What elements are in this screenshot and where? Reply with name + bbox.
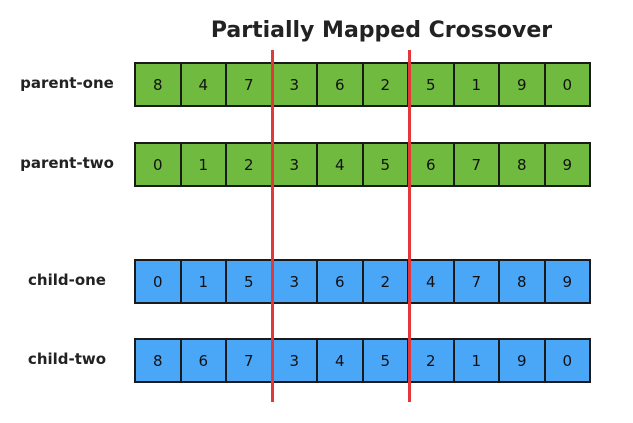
- child-one-gene: 9: [543, 259, 591, 304]
- child-one-gene: 2: [361, 259, 409, 304]
- row-label-child-one: child-one: [28, 271, 106, 289]
- child-one-gene: 8: [498, 259, 546, 304]
- row-label-child-two: child-two: [27, 350, 107, 368]
- child-two-gene: 8: [134, 338, 182, 383]
- child-one-gene: 7: [452, 259, 500, 304]
- parent-one-gene: 3: [270, 62, 318, 107]
- parent-two-gene: 4: [316, 142, 364, 187]
- child-two-gene: 0: [543, 338, 591, 383]
- child-two-gene: 2: [407, 338, 455, 383]
- parent-two-gene: 8: [498, 142, 546, 187]
- row-label-parent-two: parent-two: [20, 154, 114, 172]
- child-one-gene: 5: [225, 259, 273, 304]
- parent-one-gene: 2: [361, 62, 409, 107]
- child-two-gene: 4: [316, 338, 364, 383]
- parent-two-gene: 7: [452, 142, 500, 187]
- parent-two-gene: 2: [225, 142, 273, 187]
- child-one-gene: 6: [316, 259, 364, 304]
- child-two-gene: 5: [361, 338, 409, 383]
- parent-one-gene: 4: [179, 62, 227, 107]
- parent-two-gene: 0: [134, 142, 182, 187]
- child-one-gene: 4: [407, 259, 455, 304]
- parent-one-gene: 7: [225, 62, 273, 107]
- parent-two-gene: 5: [361, 142, 409, 187]
- parent-two-gene: 6: [407, 142, 455, 187]
- parent-one-gene: 9: [498, 62, 546, 107]
- row-label-parent-one: parent-one: [20, 74, 114, 92]
- child-two-gene: 3: [270, 338, 318, 383]
- crossover-cut-line: [271, 50, 274, 402]
- parent-two-gene: 1: [179, 142, 227, 187]
- child-two-gene: 9: [498, 338, 546, 383]
- child-two-gene: 1: [452, 338, 500, 383]
- child-one-gene: 0: [134, 259, 182, 304]
- parent-one-gene: 8: [134, 62, 182, 107]
- parent-one-gene: 1: [452, 62, 500, 107]
- parent-one-gene: 0: [543, 62, 591, 107]
- parent-one-gene: 5: [407, 62, 455, 107]
- diagram-title: Partially Mapped Crossover: [210, 18, 553, 43]
- child-one-gene: 3: [270, 259, 318, 304]
- parent-one-gene: 6: [316, 62, 364, 107]
- child-two-gene: 7: [225, 338, 273, 383]
- child-one-gene: 1: [179, 259, 227, 304]
- crossover-cut-line: [407, 50, 411, 402]
- child-two-gene: 6: [179, 338, 227, 383]
- parent-two-gene: 9: [543, 142, 591, 187]
- parent-two-gene: 3: [270, 142, 318, 187]
